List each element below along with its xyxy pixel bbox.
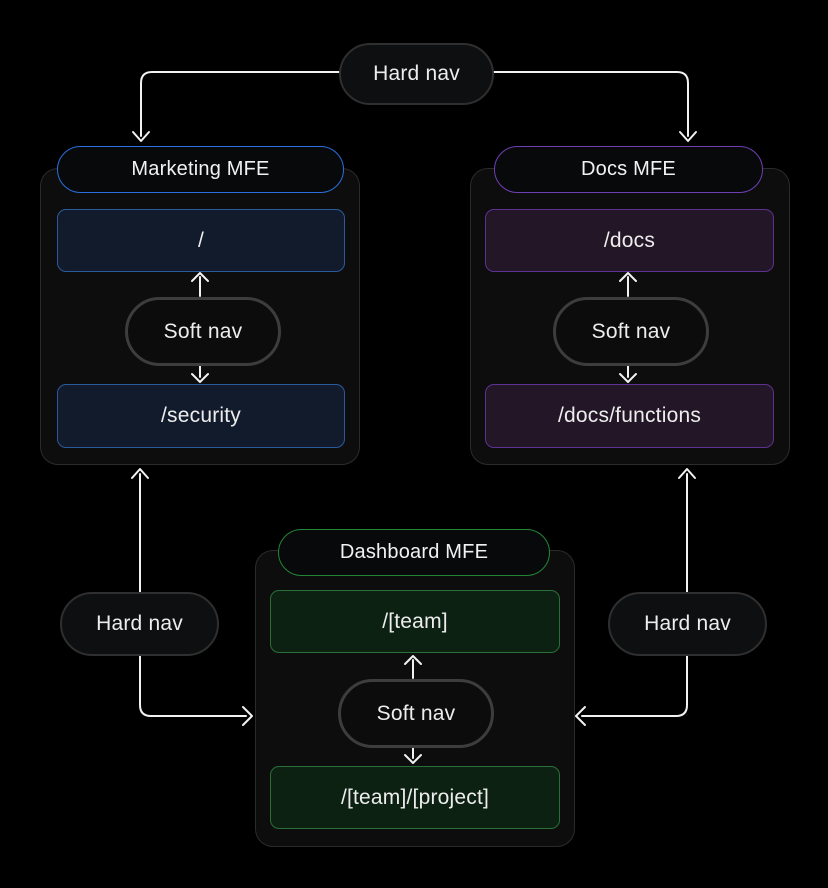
hard-nav-label: Hard nav xyxy=(96,612,183,635)
route-docs-functions: /docs/functions xyxy=(485,384,774,448)
soft-nav-label: Soft nav xyxy=(376,701,456,725)
zone-title-label: Docs MFE xyxy=(581,158,676,180)
soft-nav-label: Soft nav xyxy=(591,319,671,343)
route-dashboard-team: /[team] xyxy=(270,590,560,653)
route-label: /docs xyxy=(603,228,656,252)
hard-nav-label: Hard nav xyxy=(373,62,460,85)
soft-nav-label: Soft nav xyxy=(163,319,243,343)
zone-title-label: Marketing MFE xyxy=(131,158,270,180)
zone-title-docs: Docs MFE xyxy=(494,146,763,193)
route-marketing-root: / xyxy=(57,209,345,272)
hard-nav-pill-left: Hard nav xyxy=(60,592,219,656)
hard-nav-label: Hard nav xyxy=(644,612,731,635)
arrow-up-icon xyxy=(678,468,696,479)
route-dashboard-team-project: /[team]/[project] xyxy=(270,766,560,829)
route-label: / xyxy=(197,228,205,252)
route-docs: /docs xyxy=(485,209,774,272)
hard-nav-pill-right: Hard nav xyxy=(608,592,767,656)
route-label: /[team]/[project] xyxy=(340,785,490,809)
arrow-up-icon xyxy=(131,468,149,479)
arrow-down-icon xyxy=(132,131,150,142)
arrow-left-icon xyxy=(575,706,586,726)
hard-nav-top-right-line xyxy=(489,71,689,137)
zone-title-marketing: Marketing MFE xyxy=(57,146,344,193)
route-label: /docs/functions xyxy=(557,404,702,427)
arrow-down-icon xyxy=(679,131,697,142)
hard-nav-pill-top: Hard nav xyxy=(339,43,494,105)
route-marketing-security: /security xyxy=(57,384,345,448)
route-label: /[team] xyxy=(382,609,448,633)
route-label: /security xyxy=(161,404,241,427)
soft-nav-pill-marketing: Soft nav xyxy=(125,297,281,366)
zone-title-label: Dashboard MFE xyxy=(339,541,489,563)
hard-nav-top-left-line xyxy=(140,71,340,137)
zone-title-dashboard: Dashboard MFE xyxy=(278,529,550,576)
arrow-right-icon xyxy=(242,706,253,726)
soft-nav-pill-dashboard: Soft nav xyxy=(338,679,494,748)
soft-nav-pill-docs: Soft nav xyxy=(553,297,709,366)
